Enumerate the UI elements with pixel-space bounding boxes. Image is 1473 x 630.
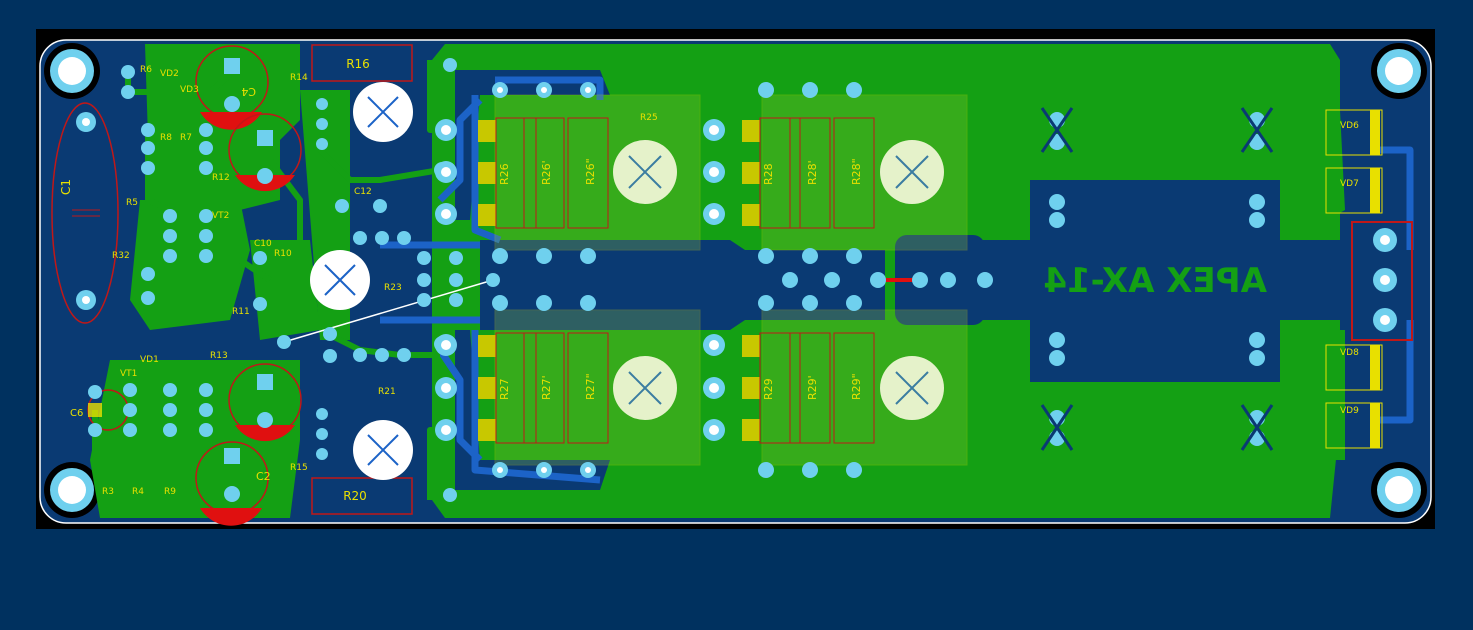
label-vd8: VD8	[1340, 348, 1359, 358]
label-r14: R14	[290, 73, 308, 83]
label-c4: C4	[241, 85, 256, 98]
label-c12: C12	[354, 187, 372, 197]
thermal-pads	[1040, 107, 1274, 451]
label-r29: R29	[762, 378, 775, 400]
label-vt1: VT1	[120, 369, 137, 379]
label-vd3: VD3	[180, 85, 199, 95]
resistor-r20: R20	[311, 477, 413, 515]
label-c2: C2	[256, 470, 271, 483]
mounting-screw-markers	[310, 82, 944, 480]
capacitor-c4: C4	[195, 45, 269, 130]
label-r10: R10	[274, 249, 292, 259]
label-r27-dprime: R27"	[584, 373, 597, 400]
label-r29-dprime: R29"	[850, 373, 863, 400]
label-c6: C6	[70, 408, 83, 419]
resistor-bank-r28: R28 R28' R28"	[742, 94, 968, 251]
diode-vd9: VD9	[1325, 402, 1383, 449]
label-r5: R5	[126, 198, 138, 208]
resistor-bank-r27: R27 R27' R27"	[478, 309, 701, 466]
label-r28: R28	[762, 163, 775, 185]
label-vd7: VD7	[1340, 179, 1359, 189]
diode-vd8: VD8	[1325, 344, 1383, 391]
label-c10: C10	[254, 239, 272, 249]
resistor-bank-r29: R29 R29' R29"	[742, 309, 968, 466]
capacitor-c1: C1	[51, 102, 119, 324]
label-r20: R20	[343, 489, 367, 503]
label-r7: R7	[180, 133, 192, 143]
label-r23: R23	[384, 283, 402, 293]
label-vd2: VD2	[160, 69, 179, 79]
label-r32: R32	[112, 251, 130, 261]
board-name-label: APEX AX-14	[1043, 261, 1267, 301]
label-r28-dprime: R28"	[850, 158, 863, 185]
label-vd9: VD9	[1340, 406, 1359, 416]
capacitor-c5	[228, 113, 302, 192]
label-r26-dprime: R26"	[584, 158, 597, 185]
resistor-bank-r26: R26 R26' R26"	[478, 94, 701, 251]
label-r26-prime: R26'	[540, 160, 553, 185]
label-vt2: VT2	[212, 211, 229, 221]
label-r27-prime: R27'	[540, 375, 553, 400]
label-r4: R4	[132, 487, 144, 497]
label-r12: R12	[212, 173, 230, 183]
capacitor-c3	[228, 363, 302, 442]
label-r11: R11	[232, 307, 250, 317]
mounting-holes	[44, 43, 1427, 518]
label-r28-prime: R28'	[806, 160, 819, 185]
label-r29-prime: R29'	[806, 375, 819, 400]
resistor-r16: R16	[311, 44, 413, 82]
label-r25: R25	[640, 113, 658, 123]
jumper-wire	[283, 279, 494, 343]
label-r26: R26	[498, 163, 511, 185]
bottom-copper-traces	[380, 76, 1414, 484]
small-component-labels: R14 R15 C10 C12 R3 R4 R9 R7 R8 R5 R6 R10…	[102, 65, 658, 497]
label-vd1: VD1	[140, 355, 159, 365]
diode-vd6: VD6	[1325, 109, 1383, 156]
label-c1: C1	[59, 179, 73, 195]
label-r9: R9	[164, 487, 176, 497]
label-r16: R16	[346, 57, 370, 71]
label-r27: R27	[498, 378, 511, 400]
capacitor-c2: C2	[195, 441, 271, 526]
label-r6: R6	[140, 65, 152, 75]
label-r3: R3	[102, 487, 114, 497]
label-r8: R8	[160, 133, 172, 143]
label-r21: R21	[378, 387, 396, 397]
diode-vd7: VD7	[1325, 167, 1383, 214]
label-r13: R13	[210, 351, 228, 361]
label-r15: R15	[290, 463, 308, 473]
output-connector	[1351, 221, 1413, 341]
label-vd6: VD6	[1340, 121, 1359, 131]
